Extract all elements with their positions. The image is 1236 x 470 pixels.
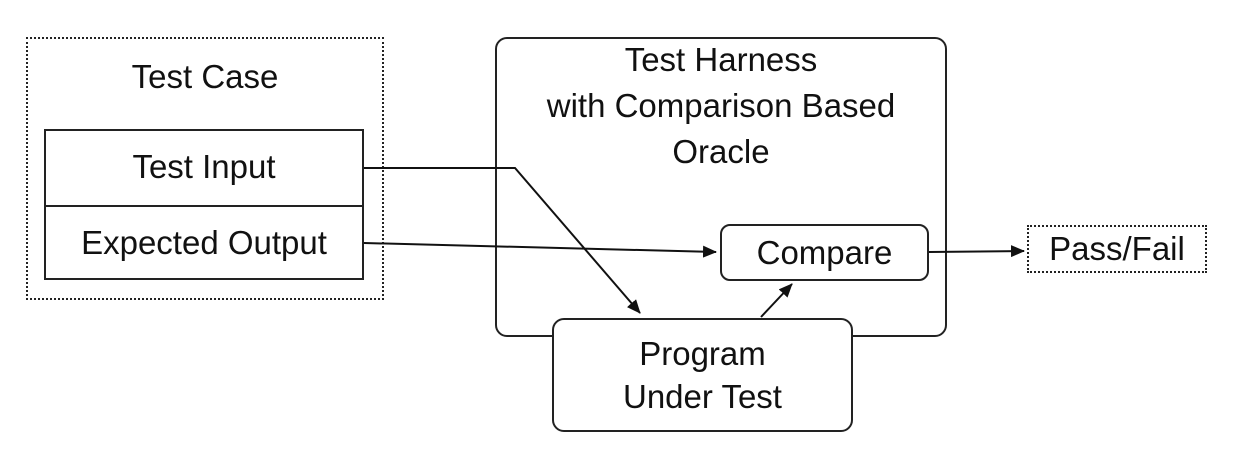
program-under-test-line1: Program [639,335,766,372]
compare-box [720,224,929,281]
test-input-cell: Test Input [132,148,276,185]
input-to-program-arrow [364,167,641,314]
expected-output-cell: Expected Output [81,224,327,261]
harness-title-line3: Oracle [672,133,770,170]
compare-to-result-arrow [928,245,1025,258]
program-to-compare-arrow [760,283,793,318]
compare-label: Compare [756,234,893,271]
harness-title-line2: with Comparison Based [546,87,896,124]
expected-to-compare-arrow [363,242,717,258]
test-case-table [44,129,364,280]
harness-title-line1: Test Harness [624,41,818,78]
pass-fail-box [1027,225,1207,273]
test-case-title: Test Case [131,58,279,95]
pass-fail-label: Pass/Fail [1049,230,1185,267]
table-divider [44,205,364,207]
program-under-test-box [552,318,853,432]
program-under-test-line2: Under Test [623,378,782,415]
